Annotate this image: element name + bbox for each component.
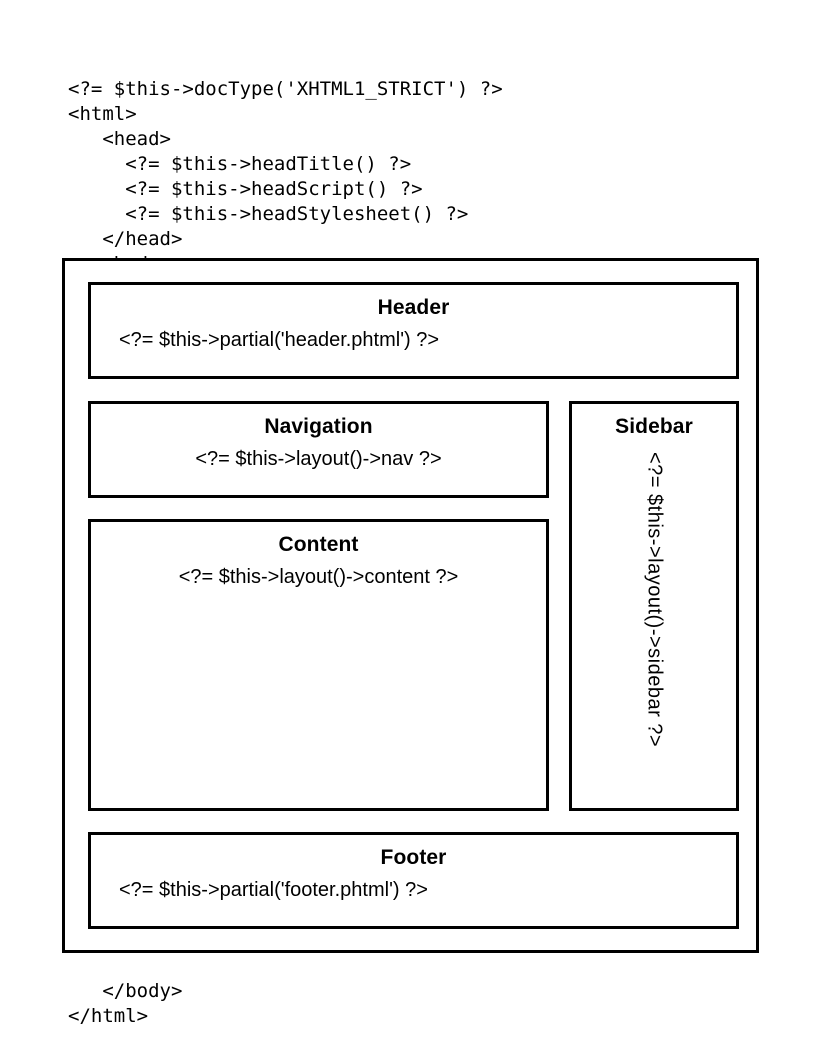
code-listing-bottom: </body> </html> [68, 980, 183, 1027]
page-frame-body: Header <?= $this->partial('header.phtml'… [62, 258, 759, 953]
region-header-title: Header [377, 296, 450, 319]
region-content: Content <?= $this->layout()->content ?> [88, 519, 549, 811]
region-navigation-code: <?= $this->layout()->nav ?> [195, 448, 442, 470]
region-header-code: <?= $this->partial('header.phtml') ?> [119, 329, 440, 351]
region-navigation: Navigation <?= $this->layout()->nav ?> [88, 401, 549, 498]
region-footer-code: <?= $this->partial('footer.phtml') ?> [119, 879, 428, 901]
region-sidebar-title: Sidebar [615, 415, 693, 438]
region-sidebar: Sidebar <?= $this->layout()->sidebar ?> [569, 401, 739, 811]
code-listing-top: <?= $this->docType('XHTML1_STRICT') ?> <… [68, 78, 503, 275]
region-header: Header <?= $this->partial('header.phtml'… [88, 282, 739, 379]
region-footer-title: Footer [380, 846, 447, 869]
region-sidebar-code: <?= $this->layout()->sidebar ?> [643, 452, 666, 748]
region-sidebar-code-wrapper: <?= $this->layout()->sidebar ?> [572, 452, 736, 800]
region-navigation-title: Navigation [264, 415, 373, 438]
region-footer: Footer <?= $this->partial('footer.phtml'… [88, 832, 739, 929]
region-content-code: <?= $this->layout()->content ?> [178, 566, 459, 588]
region-content-title: Content [278, 533, 359, 556]
